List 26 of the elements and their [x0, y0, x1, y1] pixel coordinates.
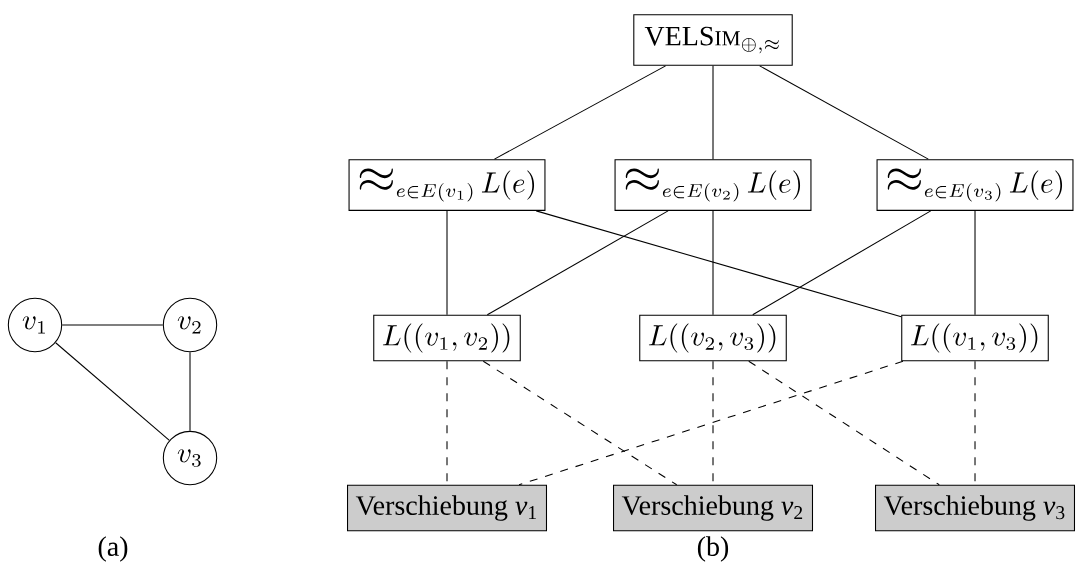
connector-line	[446, 210, 448, 316]
edge-box: $L((v_2,v_3))$	[639, 314, 787, 362]
subfigure-label: (a)	[98, 536, 128, 562]
edge-box: $L((v_1,v_2))$	[373, 314, 521, 362]
aggregation-box: $\mathop{\scalebox{1.7}{$\approx$}}\nolimits_{e\in E(v_2)} L(e)$	[614, 159, 812, 211]
connector-line	[189, 351, 191, 432]
dashed-line	[518, 360, 904, 486]
connector-line	[974, 210, 976, 316]
connector-line	[61, 324, 164, 326]
shift-box: Verschiebung v$_{3}$	[875, 484, 1076, 532]
edge-box: $L((v_1,v_3))$	[901, 314, 1049, 362]
connector-line	[712, 210, 714, 316]
connector-line	[752, 210, 932, 316]
aggregation-box: $\mathop{\scalebox{1.7}{$\approx$}}\nolimits_{e\in E(v_3)} L(e)$	[876, 159, 1074, 211]
connector-line	[486, 210, 669, 316]
connector-line	[712, 65, 714, 160]
connector-line	[55, 342, 170, 441]
dashed-line	[748, 360, 940, 486]
dashed-line	[482, 360, 678, 486]
root-box: $\text{VELS{\footnotesize IM}}_{\oplus,\approx}$	[633, 14, 793, 66]
connector-line	[493, 65, 667, 160]
connector-line	[535, 210, 902, 318]
shift-box: Verschiebung v$_{1}$	[347, 484, 548, 532]
connector-line	[759, 65, 929, 160]
shift-box: Verschiebung v$_{2}$	[613, 484, 814, 532]
aggregation-box: $\mathop{\scalebox{1.7}{$\approx$}}\nolimits_{e\in E(v_1)} L(e)$	[348, 159, 546, 211]
